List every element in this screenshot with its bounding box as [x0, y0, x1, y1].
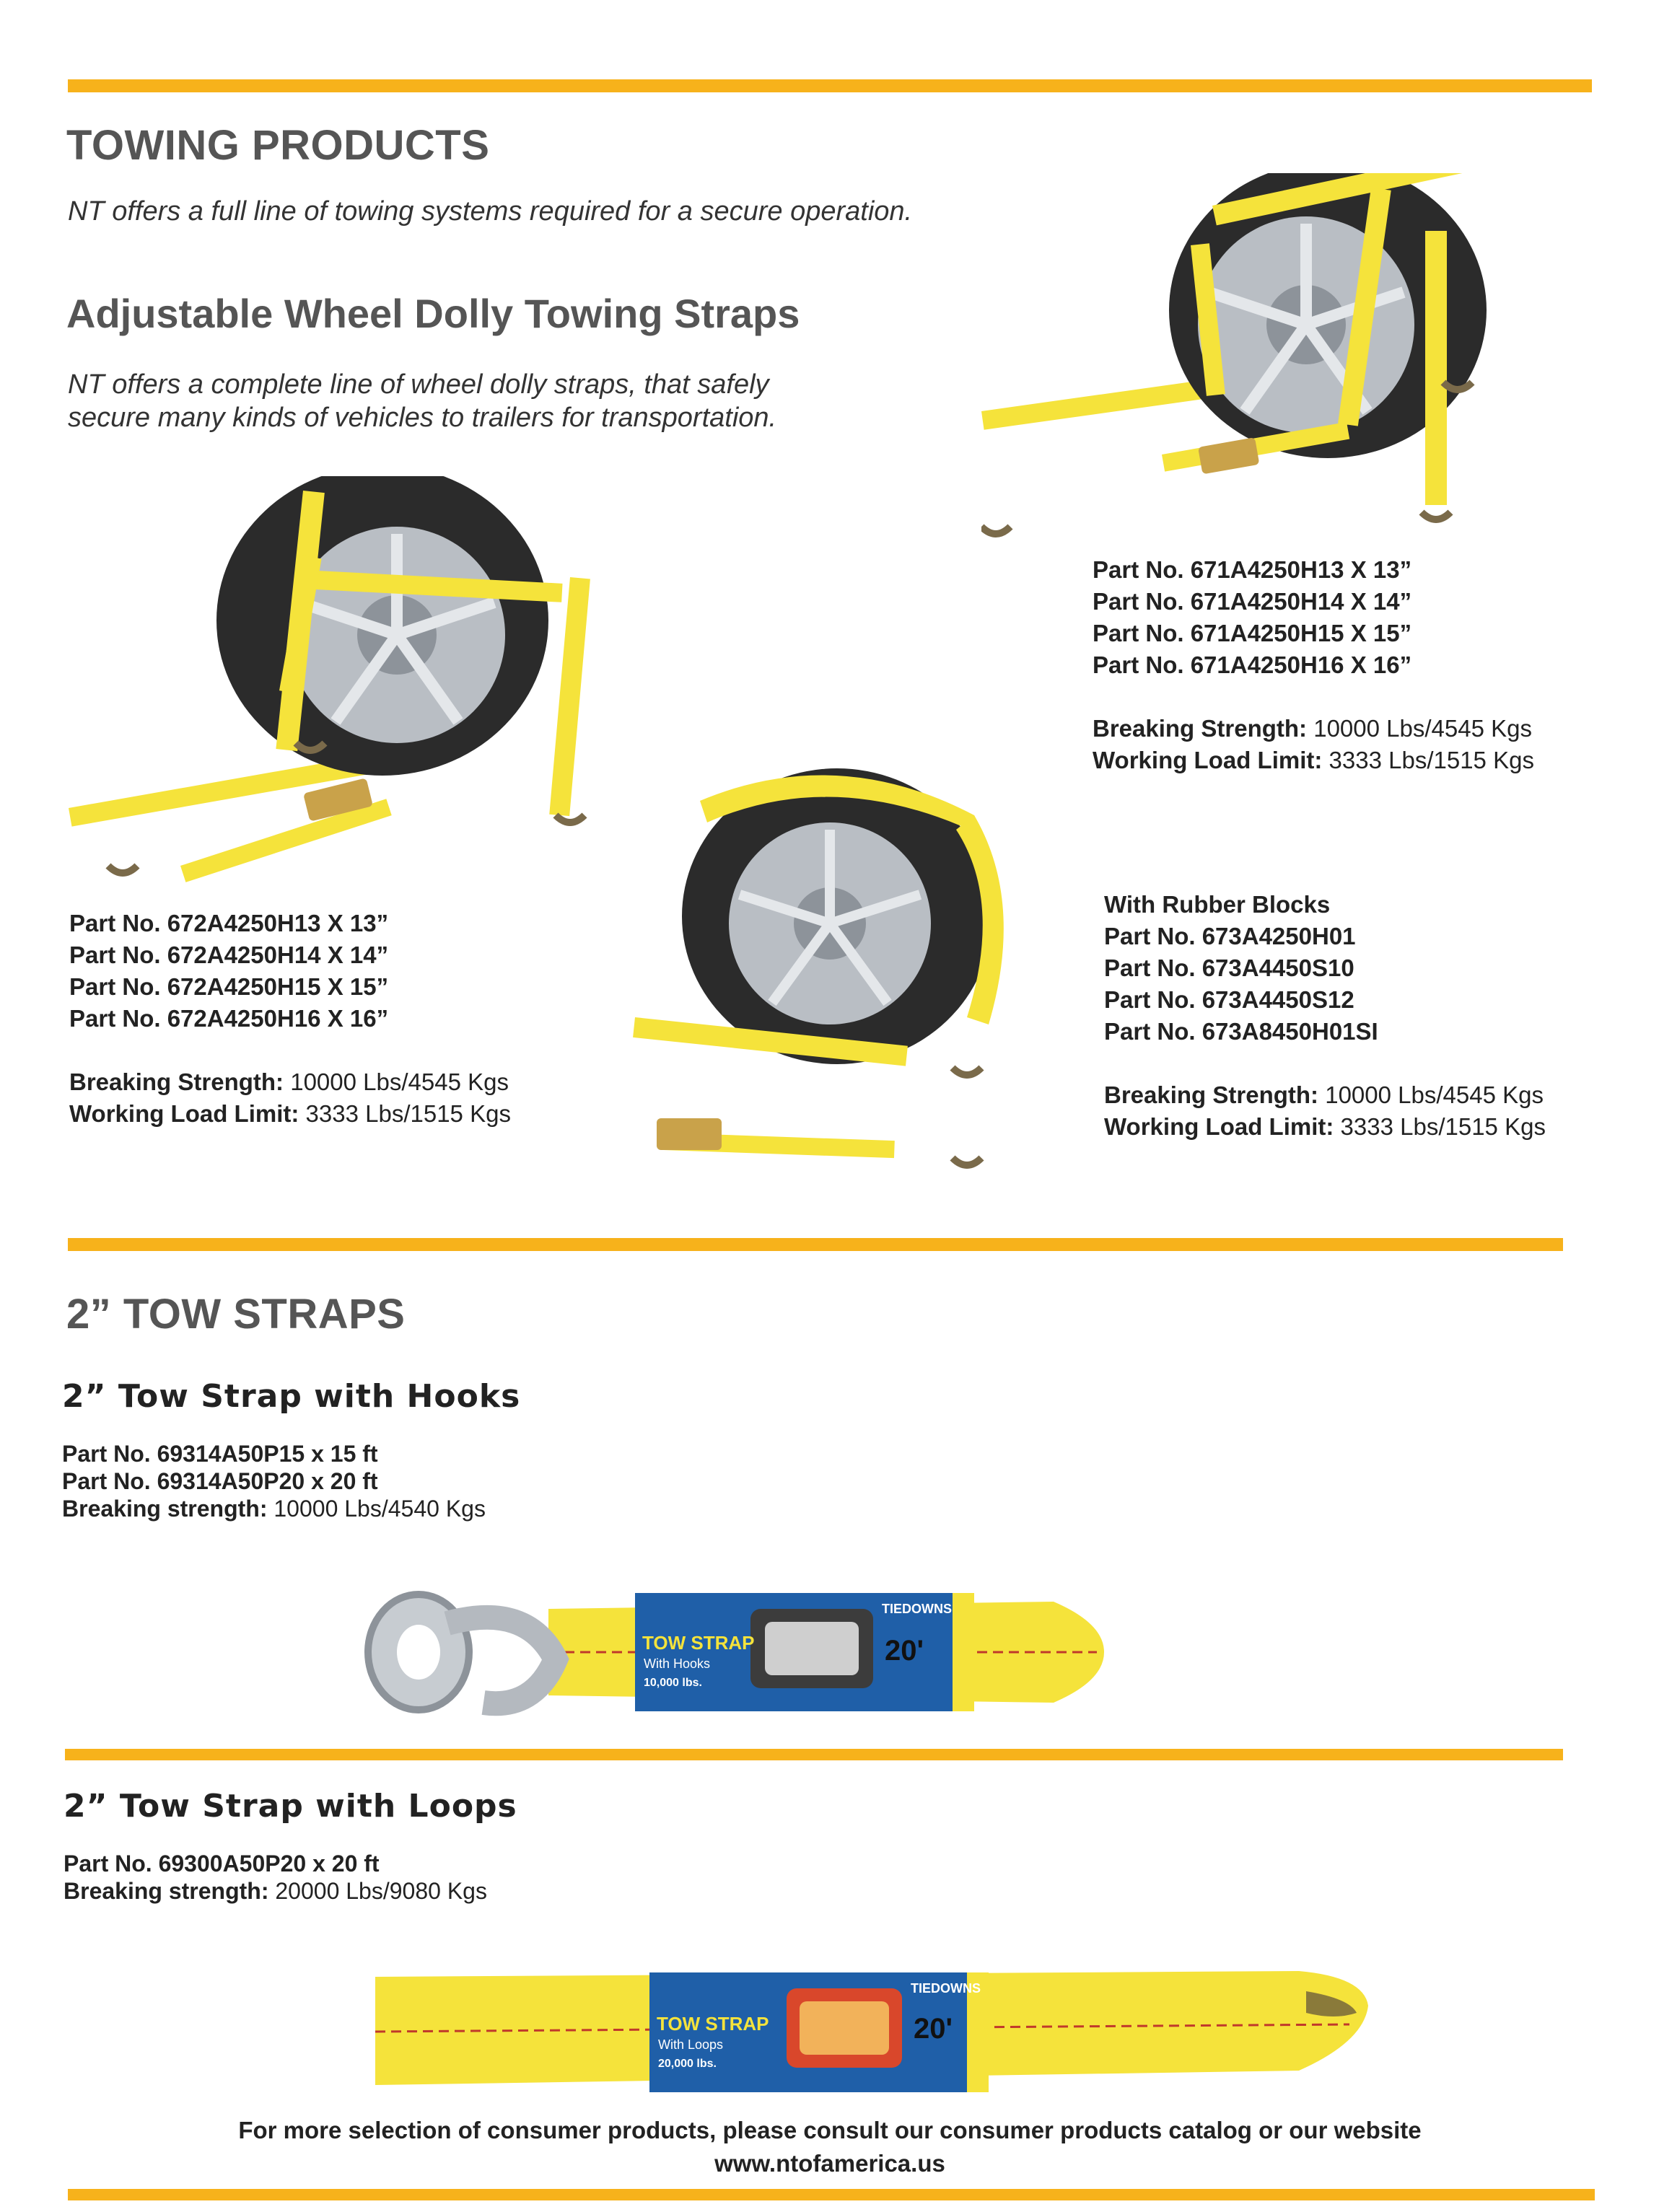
part-number: Part No. 671A4250H16 X 16” — [1093, 651, 1412, 678]
breaking-strength: Breaking Strength: 10000 Lbs/4545 Kgs — [1093, 715, 1532, 742]
part-number: Part No. 671A4250H13 X 13” — [1093, 556, 1412, 583]
package-title: TOW STRAP — [642, 1632, 755, 1654]
tow-strap-loops-image: TOW STRAP With Loops 20,000 lbs. 20' TIE… — [368, 1962, 1371, 2099]
section-title-tow-straps: 2” TOW STRAPS — [66, 1291, 406, 1338]
sub-intro-line-1: NT offers a complete line of wheel dolly… — [68, 369, 769, 400]
wheel-strap-image-671 — [981, 173, 1487, 537]
package-subtitle: With Hooks — [644, 1656, 711, 1671]
spec-block-672: Part No. 672A4250H13 X 13” Part No. 672A… — [69, 908, 511, 1130]
spec-block-671: Part No. 671A4250H13 X 13” Part No. 671A… — [1093, 554, 1534, 776]
working-load-limit: Working Load Limit: 3333 Lbs/1515 Kgs — [1093, 747, 1534, 773]
part-number: Part No. 672A4250H14 X 14” — [69, 942, 389, 968]
package-title: TOW STRAP — [657, 2013, 769, 2035]
bottom-divider — [68, 2189, 1595, 2200]
wheel-strap-image-672 — [68, 476, 590, 882]
part-number: Part No. 673A4450S12 — [1104, 986, 1354, 1013]
package-capacity: 20,000 lbs. — [658, 2058, 717, 2070]
part-number: Part No. 671A4250H15 X 15” — [1093, 620, 1412, 646]
part-number: Part No. 673A8450H01SI — [1104, 1018, 1378, 1045]
section-divider — [68, 1238, 1563, 1251]
intro-text: NT offers a full line of towing systems … — [68, 196, 913, 227]
spec-block-673: With Rubber Blocks Part No. 673A4250H01 … — [1104, 889, 1546, 1143]
loops-title: 2” Tow Strap with Loops — [64, 1788, 517, 1825]
part-number: Part No. 671A4250H14 X 14” — [1093, 588, 1412, 615]
part-number: Part No. 672A4250H13 X 13” — [69, 910, 389, 936]
part-number: Part No. 69314A50P20 x 20 ft — [62, 1468, 378, 1494]
package-length: 20' — [885, 1635, 924, 1667]
footer-website: www.ntofamerica.us — [714, 2150, 945, 2177]
breaking-strength: Breaking Strength: 10000 Lbs/4545 Kgs — [69, 1068, 509, 1095]
working-load-limit: Working Load Limit: 3333 Lbs/1515 Kgs — [1104, 1113, 1546, 1140]
footer-text: For more selection of consumer products,… — [68, 2114, 1592, 2180]
sub-intro-line-2: secure many kinds of vehicles to trailer… — [68, 403, 777, 433]
part-number: Part No. 673A4250H01 — [1104, 923, 1356, 949]
part-number: Part No. 673A4450S10 — [1104, 954, 1354, 981]
spec-block-loops: Part No. 69300A50P20 x 20 ft Breaking st… — [64, 1850, 487, 1905]
package-brand: TIEDOWNS — [911, 1981, 981, 1996]
spec-block-hooks: Part No. 69314A50P15 x 15 ft Part No. 69… — [62, 1440, 486, 1522]
package-length: 20' — [914, 2013, 953, 2045]
footer-line-1: For more selection of consumer products,… — [238, 2117, 1422, 2143]
breaking-strength: Breaking strength: 20000 Lbs/9080 Kgs — [64, 1878, 487, 1904]
package-subtitle: With Loops — [658, 2037, 724, 2052]
wheel-strap-image-673 — [633, 768, 1004, 1169]
package-brand: TIEDOWNS — [882, 1602, 952, 1616]
breaking-strength: Breaking strength: 10000 Lbs/4540 Kgs — [62, 1496, 486, 1522]
section-subtitle: Adjustable Wheel Dolly Towing Straps — [66, 291, 800, 336]
section-divider — [65, 1749, 1563, 1760]
working-load-limit: Working Load Limit: 3333 Lbs/1515 Kgs — [69, 1100, 511, 1127]
part-number: Part No. 69314A50P15 x 15 ft — [62, 1441, 378, 1467]
part-number: Part No. 69300A50P20 x 20 ft — [64, 1851, 380, 1877]
tow-strap-hooks-image: TOW STRAP With Hooks 10,000 lbs. 20' TIE… — [361, 1580, 1111, 1724]
top-divider — [68, 79, 1592, 92]
part-number: Part No. 672A4250H16 X 16” — [69, 1005, 389, 1032]
breaking-strength: Breaking Strength: 10000 Lbs/4545 Kgs — [1104, 1081, 1544, 1108]
hooks-title: 2” Tow Strap with Hooks — [62, 1378, 521, 1415]
package-capacity: 10,000 lbs. — [644, 1677, 702, 1689]
part-number: Part No. 672A4250H15 X 15” — [69, 973, 389, 1000]
rubber-blocks-heading: With Rubber Blocks — [1104, 891, 1331, 918]
page-title: TOWING PRODUCTS — [66, 122, 490, 169]
